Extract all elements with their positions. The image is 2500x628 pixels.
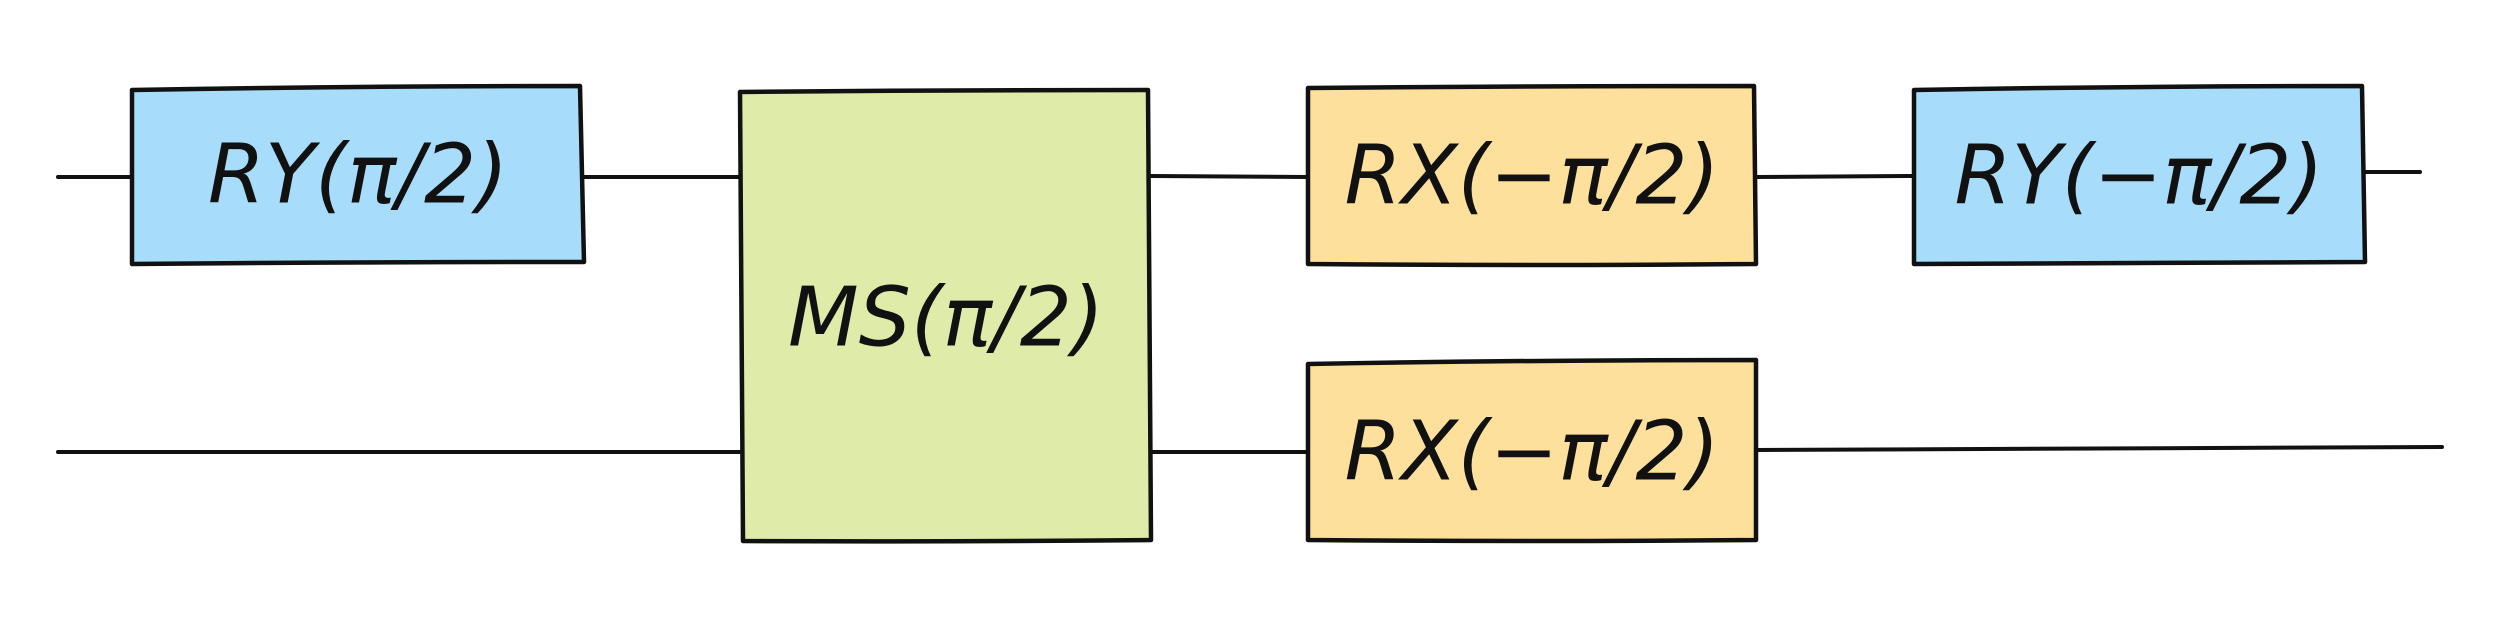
gate-box	[1305, 357, 1759, 544]
gate-ry-1[interactable]: RY(π/2)	[129, 83, 587, 267]
gate-label: RX(−π/2)	[1344, 129, 1719, 224]
qubit-1-wire	[56, 445, 2444, 455]
wire-segment	[56, 450, 742, 455]
gate-rx-2[interactable]: RX(−π/2)	[1305, 357, 1759, 544]
gate-rx-1[interactable]: RX(−π/2)	[1305, 83, 1759, 268]
gate-label: MS(π/2)	[788, 271, 1104, 366]
qubit-0-wire	[56, 170, 2422, 179]
gate-box	[129, 83, 587, 267]
gate-box	[1305, 83, 1759, 268]
gate-ms-1[interactable]: MS(π/2)	[737, 87, 1154, 544]
gate-label: RY(π/2)	[208, 128, 508, 223]
wire-segment	[1754, 445, 2444, 452]
wire-segment	[1754, 174, 1916, 179]
gate-label: RX(−π/2)	[1344, 405, 1719, 500]
wire-segment	[1148, 174, 1310, 179]
gate-label: RY(−π/2)	[1955, 129, 2324, 224]
gate-box	[737, 87, 1154, 544]
gate-box	[1911, 83, 2368, 267]
gate-ry-2[interactable]: RY(−π/2)	[1911, 83, 2368, 267]
